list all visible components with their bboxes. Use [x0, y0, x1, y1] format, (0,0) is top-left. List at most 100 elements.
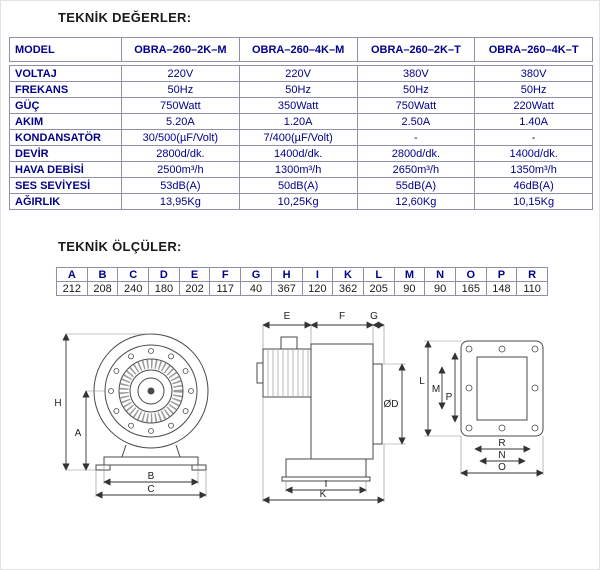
dim-letter: D [148, 267, 180, 282]
dim-letter: P [485, 267, 518, 282]
spec-row-label: DEVİR [9, 145, 122, 162]
dimension-c: C [95, 470, 207, 499]
dim-value: 90 [393, 281, 426, 296]
dim-letter: I [301, 267, 334, 282]
dim-value: 212 [56, 281, 88, 296]
dim-label-m: M [432, 384, 440, 395]
spec-value: 53dB(A) [121, 177, 240, 194]
spec-value: 2800d/dk. [356, 145, 476, 162]
spec-value: 50dB(A) [238, 177, 358, 194]
dim-letter: E [178, 267, 211, 282]
dimension-r-n-o: R N O [460, 436, 544, 477]
outlet-flange [281, 458, 371, 482]
dimension-od: ØD [382, 363, 406, 445]
dim-letter: H [270, 267, 303, 282]
dim-value: 117 [209, 281, 242, 296]
dim-label-e: E [284, 311, 291, 322]
spec-value: 50Hz [356, 81, 476, 98]
dim-value: 165 [454, 281, 487, 296]
spec-row-label: KONDANSATÖR [9, 129, 122, 146]
spec-value: 220Watt [474, 97, 593, 114]
dim-value: 205 [362, 281, 395, 296]
dim-letter: K [332, 267, 364, 282]
dimension-b: B [103, 465, 199, 486]
spec-value: 350Watt [238, 97, 358, 114]
spec-value: 220V [121, 65, 240, 82]
spec-value: 5.20A [121, 113, 240, 130]
spec-value: 380V [356, 65, 476, 82]
section-title-technical-dimensions: TEKNİK ÖLÇÜLER: [58, 239, 182, 254]
spec-value: 750Watt [121, 97, 240, 114]
spec-value: 750Watt [356, 97, 476, 114]
spec-value: 2.50A [356, 113, 476, 130]
spec-value: 1400d/dk. [474, 145, 593, 162]
fan-side-view-drawing: H A B C [54, 333, 209, 499]
spec-value: 2500m³/h [121, 161, 240, 178]
dim-letter: M [393, 267, 426, 282]
spec-value: 2650m³/h [356, 161, 476, 178]
dim-label-i: I [325, 479, 328, 490]
spec-value: 12,60Kg [356, 193, 476, 210]
dim-value: 148 [485, 281, 518, 296]
spec-value: 1350m³/h [474, 161, 593, 178]
dim-label-o: O [498, 462, 506, 473]
spec-row-label: HAVA DEBİSİ [9, 161, 122, 178]
dimension-a: A [75, 390, 105, 471]
dim-label-a: A [75, 428, 82, 439]
dim-value: 40 [240, 281, 272, 296]
spec-value: - [356, 129, 476, 146]
spec-col-header: OBRA–260–2K–M [121, 37, 240, 62]
dim-value: 90 [424, 281, 456, 296]
dimension-i: I [285, 479, 367, 494]
dimension-k: K [262, 397, 385, 504]
dim-label-n: N [498, 450, 505, 461]
spec-value: 50Hz [474, 81, 593, 98]
spec-value: 1400d/dk. [238, 145, 358, 162]
dim-value: 110 [516, 281, 548, 296]
spec-value: 1.20A [238, 113, 358, 130]
dim-letter: L [362, 267, 395, 282]
dim-value: 202 [178, 281, 211, 296]
spec-row-label: VOLTAJ [9, 65, 122, 82]
spec-value: 50Hz [238, 81, 358, 98]
dim-letter: N [424, 267, 456, 282]
spec-value: 380V [474, 65, 593, 82]
dim-letter: G [240, 267, 272, 282]
spec-row-label: AKIM [9, 113, 122, 130]
spec-value: 2800d/dk. [121, 145, 240, 162]
dim-letter: R [516, 267, 548, 282]
spec-value: 1.40A [474, 113, 593, 130]
spec-value: 50Hz [121, 81, 240, 98]
dim-letter: A [56, 267, 88, 282]
dim-value: 180 [148, 281, 180, 296]
dim-label-p: P [446, 392, 453, 403]
dim-value: 208 [86, 281, 119, 296]
dim-label-l: L [419, 376, 425, 387]
spec-row-label: AĞIRLIK [9, 193, 122, 210]
spec-row-label: FREKANS [9, 81, 122, 98]
dim-label-h: H [54, 398, 61, 409]
dim-value: 240 [117, 281, 150, 296]
spec-value: 55dB(A) [356, 177, 476, 194]
spec-value: 13,95Kg [121, 193, 240, 210]
dim-letter: O [454, 267, 487, 282]
spec-value: 46dB(A) [474, 177, 593, 194]
spec-col-header: OBRA–260–2K–T [356, 37, 476, 62]
dim-letter: F [209, 267, 242, 282]
dim-label-b: B [148, 471, 155, 482]
dim-label-r: R [498, 438, 505, 449]
spec-value: 1300m³/h [238, 161, 358, 178]
